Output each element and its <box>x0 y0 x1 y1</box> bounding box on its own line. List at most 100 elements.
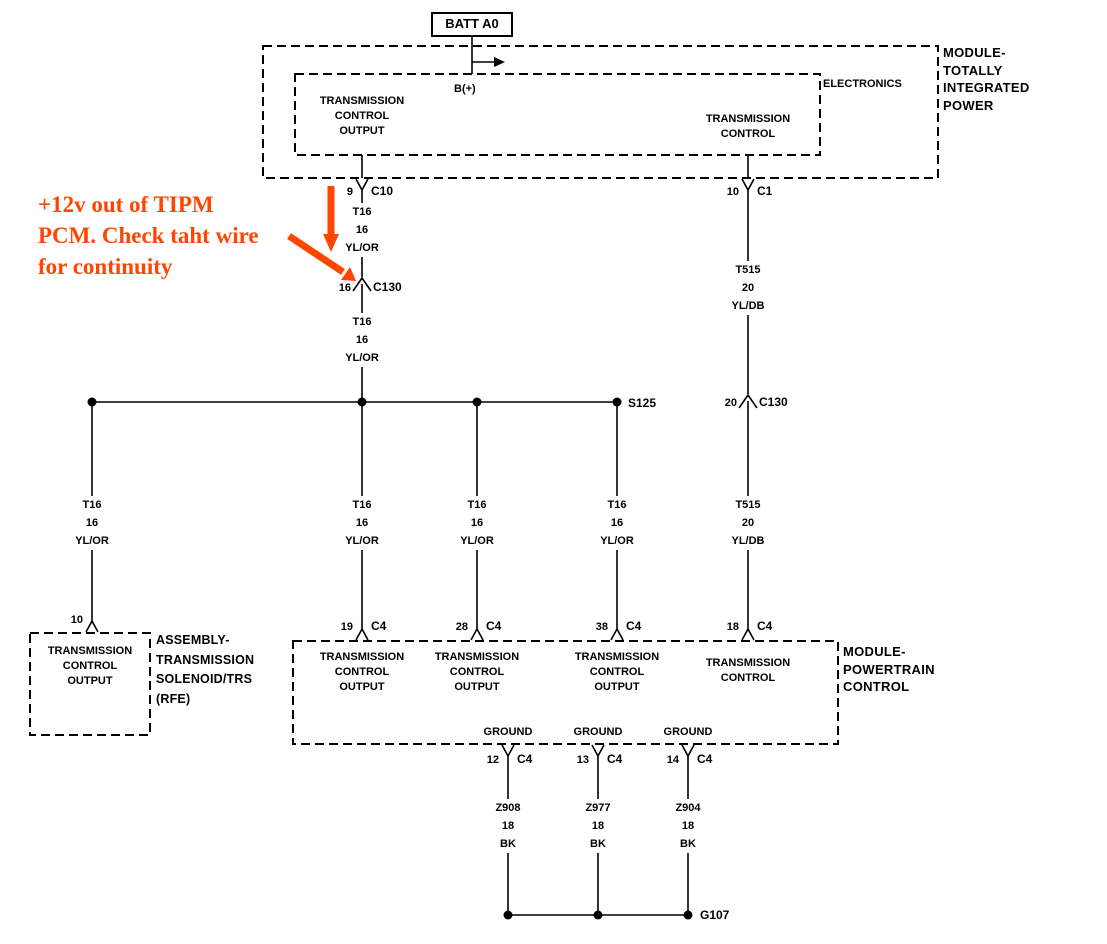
ground-label-1: GROUND <box>483 726 533 738</box>
wire-gauge: 16 <box>355 224 369 236</box>
wire-ground-1: Z908 18 BK <box>493 799 523 853</box>
wire-circuit: Z908 <box>495 802 521 814</box>
text-line: OUTPUT <box>339 125 385 137</box>
text-line: POWER <box>943 97 994 113</box>
wire-tipm-output: T16 16 YL/OR <box>343 203 381 257</box>
annotation-arrowhead <box>341 267 356 281</box>
pcm-output-block-1: TRANSMISSION CONTROL OUTPUT <box>320 650 404 695</box>
c4-38-connector-symbol <box>610 628 624 641</box>
c10-connector-symbol <box>355 178 369 191</box>
tipm-internal-stubs <box>361 155 749 178</box>
annotation-arrows <box>287 186 356 281</box>
annotation-arrow-diagonal <box>287 233 345 275</box>
c4-14-name: C4 <box>697 752 713 766</box>
text-line: CONTROL <box>589 666 645 678</box>
ground-label-2: GROUND <box>573 726 623 738</box>
wire-c130-to-splice: T16 16 YL/OR <box>343 313 381 367</box>
text-line: CONTROL <box>720 672 776 684</box>
annotation-note: +12v out of TIPM PCM. Check taht wire fo… <box>38 189 259 282</box>
text-line: ASSEMBLY- <box>156 633 230 647</box>
wire-color: BK <box>590 838 606 850</box>
tipm-module-label: MODULE- TOTALLY INTEGRATED POWER <box>943 44 1030 114</box>
pcm-module-label: MODULE- POWERTRAIN CONTROL <box>843 643 935 696</box>
wire-color: BK <box>500 838 516 850</box>
c4-12-connector-symbol <box>501 744 515 757</box>
ground-label-3: GROUND <box>663 726 713 738</box>
c10-pin: 9 <box>346 186 353 198</box>
c4-18-connector-symbol <box>741 628 755 641</box>
c130-left-name: C130 <box>373 280 402 294</box>
wire-circuit: T16 <box>352 206 372 218</box>
ground-point-label: G107 <box>700 908 730 922</box>
trs-box-label: TRANSMISSION CONTROL OUTPUT <box>48 644 132 689</box>
battery-label: BATT A0 <box>445 16 499 31</box>
text-line: OUTPUT <box>67 675 113 687</box>
c4-14-connector-symbol <box>681 744 695 757</box>
text-line: TRANSMISSION <box>156 652 255 667</box>
tipm-transmission-control-block: TRANSMISSION CONTROL <box>706 112 790 142</box>
trs-pin: 10 <box>70 614 83 626</box>
text-line: SOLENOID/TRS <box>156 672 253 686</box>
wire-splice-to-c4-19: T16 16 YL/OR <box>343 496 381 550</box>
text-line: PCM. Check taht wire <box>38 223 259 248</box>
text-line: TRANSMISSION <box>705 657 791 669</box>
wire-circuit: T16 <box>352 499 372 511</box>
c4-19-pin: 19 <box>340 621 353 633</box>
wire-circuit: T515 <box>735 264 761 276</box>
text-line: CONTROL <box>843 679 910 694</box>
c1-pin: 10 <box>726 186 739 198</box>
wire-splice-to-c4-28: T16 16 YL/OR <box>458 496 496 550</box>
c4-38-pin: 38 <box>595 621 608 633</box>
c4-19-name: C4 <box>371 619 387 633</box>
c4-13-name: C4 <box>607 752 623 766</box>
wire-color: YL/OR <box>345 535 379 547</box>
text-line: TRANSMISSION <box>574 651 660 663</box>
splice-label: S125 <box>628 396 657 410</box>
c10-name: C10 <box>371 184 394 198</box>
c1-name: C1 <box>757 184 773 198</box>
wire-circuit: T16 <box>467 499 487 511</box>
feed-arrowhead <box>494 57 505 67</box>
wire-gauge: 18 <box>591 820 605 832</box>
ground-dot <box>683 910 693 920</box>
wire-color: YL/OR <box>345 242 379 254</box>
trs-connector-symbol <box>85 620 99 633</box>
c4-28-pin: 28 <box>455 621 468 633</box>
trs-assembly-label: ASSEMBLY- TRANSMISSION SOLENOID/TRS (RFE… <box>156 631 254 709</box>
text-line: TRANSMISSION <box>319 95 405 107</box>
text-line: CONTROL <box>334 666 390 678</box>
text-line: CONTROL <box>62 660 118 672</box>
wire-ground-2: Z977 18 BK <box>583 799 613 853</box>
text-line: (RFE) <box>156 691 191 706</box>
c4-14-pin: 14 <box>666 754 679 766</box>
trs-box-outline <box>29 632 151 736</box>
wire-gauge: 16 <box>85 517 99 529</box>
text-line: TRANSMISSION <box>705 113 791 125</box>
electronics-label: ELECTRONICS <box>823 78 902 90</box>
wire-color: YL/DB <box>731 535 765 547</box>
wire-gauge: 16 <box>355 517 369 529</box>
c1-connector-symbol <box>741 178 755 191</box>
c4-12-name: C4 <box>517 752 533 766</box>
text-line: TRANSMISSION <box>47 645 133 657</box>
wire-circuit: T515 <box>735 499 761 511</box>
wire-color: YL/OR <box>75 535 109 547</box>
wire-gauge: 20 <box>741 282 755 294</box>
c4-13-connector-symbol <box>591 744 605 757</box>
wire-circuit: Z904 <box>675 802 701 814</box>
text-line: for continuity <box>38 254 173 279</box>
text-line: OUTPUT <box>594 681 640 693</box>
text-line: +12v out of TIPM <box>38 192 214 217</box>
wire-color: YL/OR <box>345 352 379 364</box>
c130-left-pin: 16 <box>338 282 351 294</box>
wire-circuit: T16 <box>607 499 627 511</box>
c130-right-name: C130 <box>759 395 788 409</box>
text-line: TOTALLY <box>943 62 1003 78</box>
c4-12-pin: 12 <box>486 754 499 766</box>
pcm-control-block: TRANSMISSION CONTROL <box>706 656 790 686</box>
wire-gauge: 16 <box>610 517 624 529</box>
pcm-output-block-3: TRANSMISSION CONTROL OUTPUT <box>575 650 659 695</box>
wire-ground-3: Z904 18 BK <box>673 799 703 853</box>
c4-28-name: C4 <box>486 619 502 633</box>
